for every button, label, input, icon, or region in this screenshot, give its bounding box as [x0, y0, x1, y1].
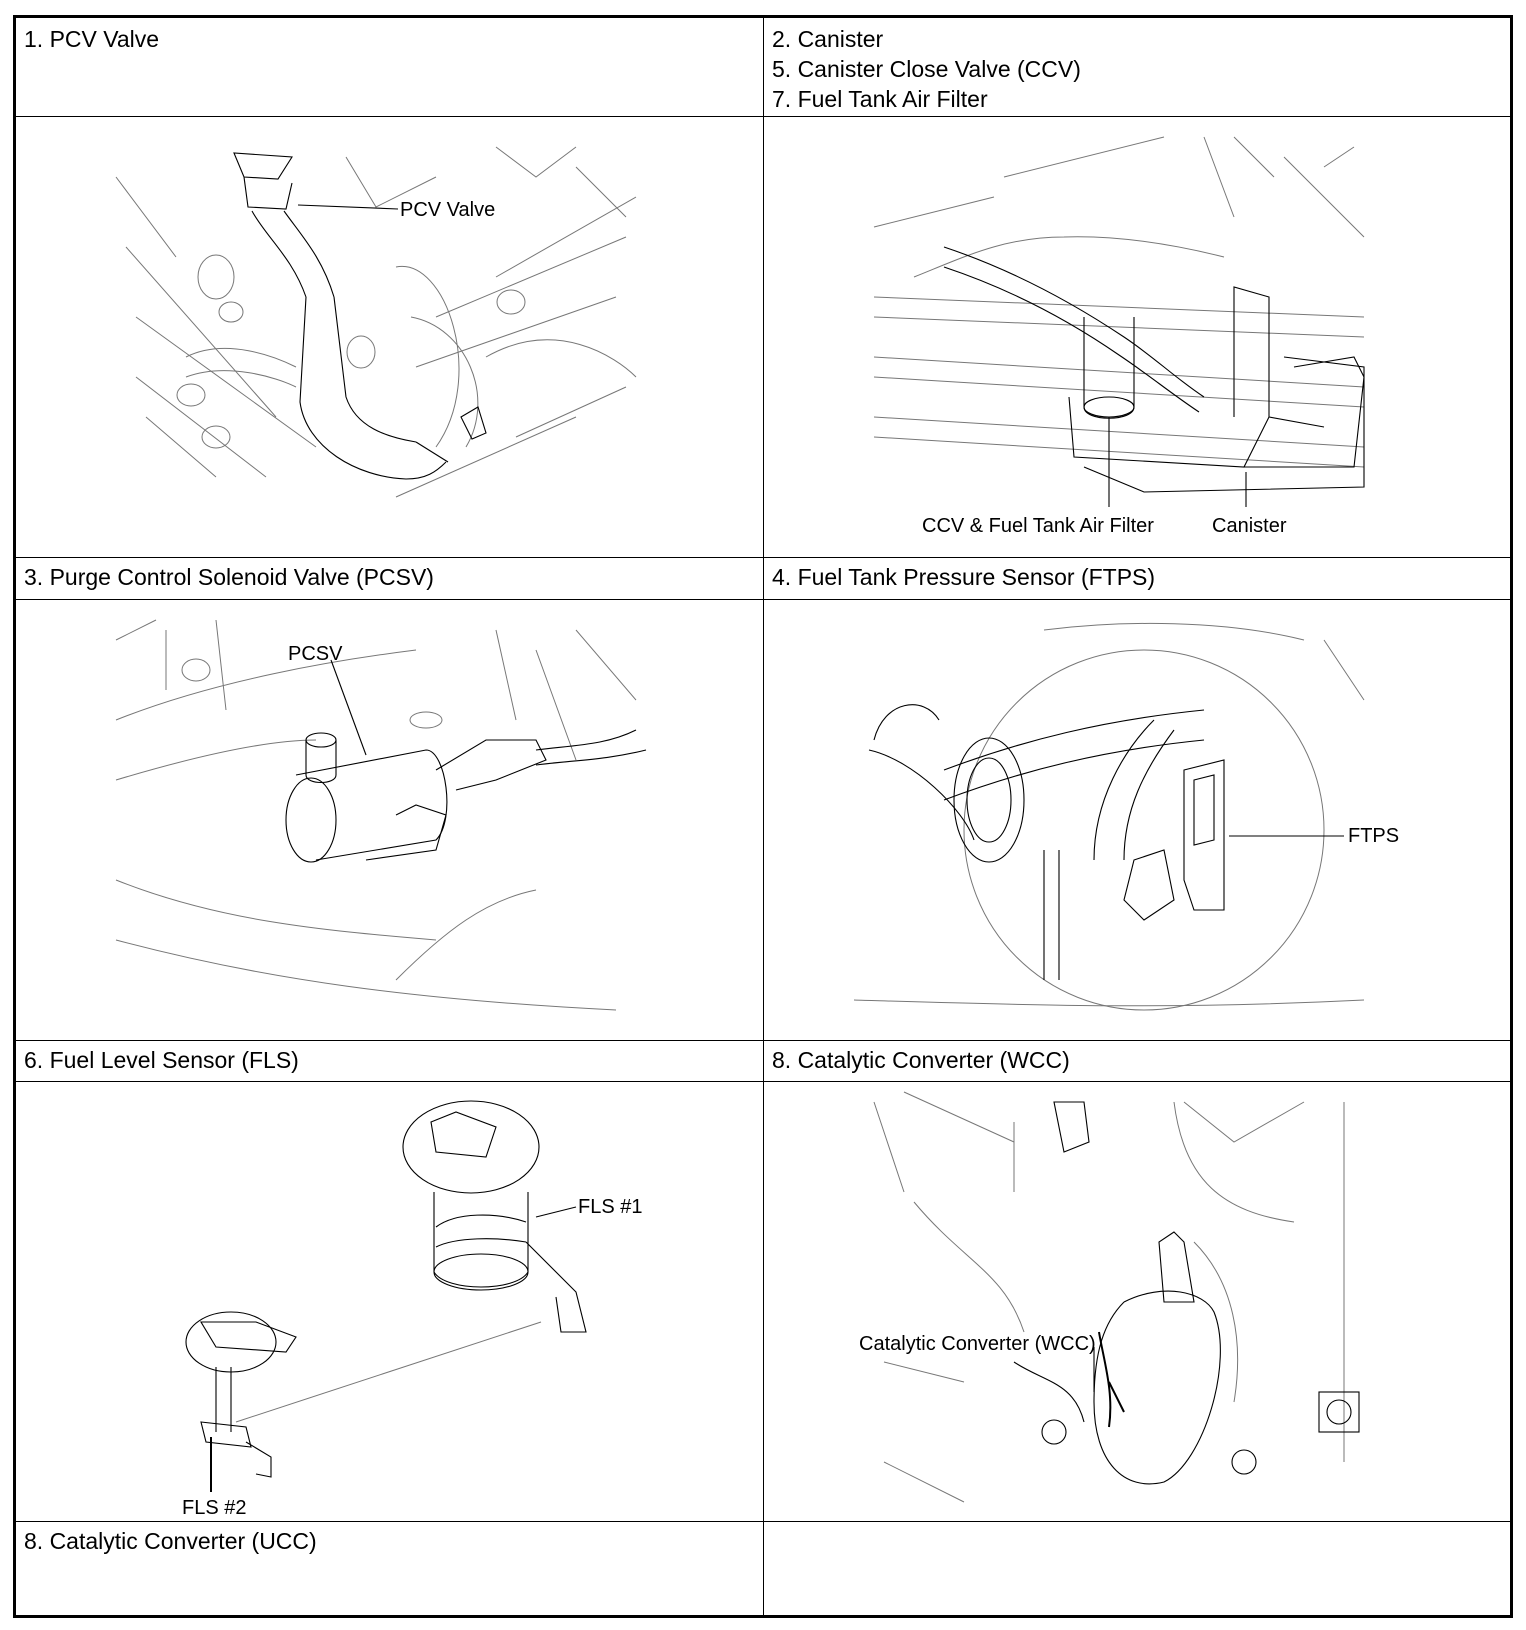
column-divider — [763, 18, 764, 1615]
row-divider — [16, 1521, 1510, 1522]
wcc-callout: Catalytic Converter (WCC) — [859, 1333, 1096, 1355]
fls-illustration: FLS #1 FLS #2 — [182, 1100, 642, 1519]
pcv-valve-illustration: PCV Valve — [115, 146, 637, 498]
header-text: 1. PCV Valve — [24, 26, 160, 52]
fls1-callout: FLS #1 — [578, 1196, 642, 1218]
header-text: 5. Canister Close Valve (CCV) — [772, 56, 1081, 82]
header-ftps: 4. Fuel Tank Pressure Sensor (FTPS) — [764, 558, 1513, 599]
fls2-callout: FLS #2 — [182, 1497, 246, 1519]
header-text: 4. Fuel Tank Pressure Sensor (FTPS) — [772, 564, 1156, 590]
canister-illustration: CCV & Fuel Tank Air Filter Canister — [873, 136, 1365, 537]
header-empty — [764, 1522, 1513, 1615]
row-divider — [16, 116, 1510, 117]
row-divider — [16, 599, 1510, 600]
wcc-illustration: Catalytic Converter (WCC) — [859, 1091, 1360, 1503]
header-text: 6. Fuel Level Sensor (FLS) — [24, 1047, 299, 1073]
header-ucc: 8. Catalytic Converter (UCC) — [16, 1522, 763, 1615]
row-divider — [16, 1081, 1510, 1082]
pcv-valve-callout: PCV Valve — [400, 199, 495, 221]
header-wcc: 8. Catalytic Converter (WCC) — [764, 1041, 1513, 1081]
ftps-callout: FTPS — [1348, 825, 1399, 847]
header-pcv-valve: 1. PCV Valve — [16, 18, 763, 116]
row-divider — [16, 557, 1510, 558]
canister-callout: Canister — [1212, 515, 1287, 537]
header-text: 7. Fuel Tank Air Filter — [772, 86, 988, 112]
ccv-callout: CCV & Fuel Tank Air Filter — [922, 515, 1154, 537]
ftps-illustration: FTPS — [853, 622, 1399, 1011]
header-canister: 2. Canister 5. Canister Close Valve (CCV… — [764, 18, 1513, 116]
header-text: 8. Catalytic Converter (WCC) — [772, 1047, 1070, 1073]
pcsv-callout: PCSV — [288, 643, 343, 665]
header-text: 8. Catalytic Converter (UCC) — [24, 1528, 317, 1554]
pcsv-illustration: PCSV — [115, 619, 647, 1011]
header-text: 2. Canister — [772, 26, 884, 52]
component-table: 1. PCV Valve 2. Canister 5. Canister Clo… — [13, 15, 1513, 1618]
header-fls: 6. Fuel Level Sensor (FLS) — [16, 1041, 763, 1081]
row-divider — [16, 1040, 1510, 1041]
header-text: 3. Purge Control Solenoid Valve (PCSV) — [24, 564, 434, 590]
header-pcsv: 3. Purge Control Solenoid Valve (PCSV) — [16, 558, 763, 599]
